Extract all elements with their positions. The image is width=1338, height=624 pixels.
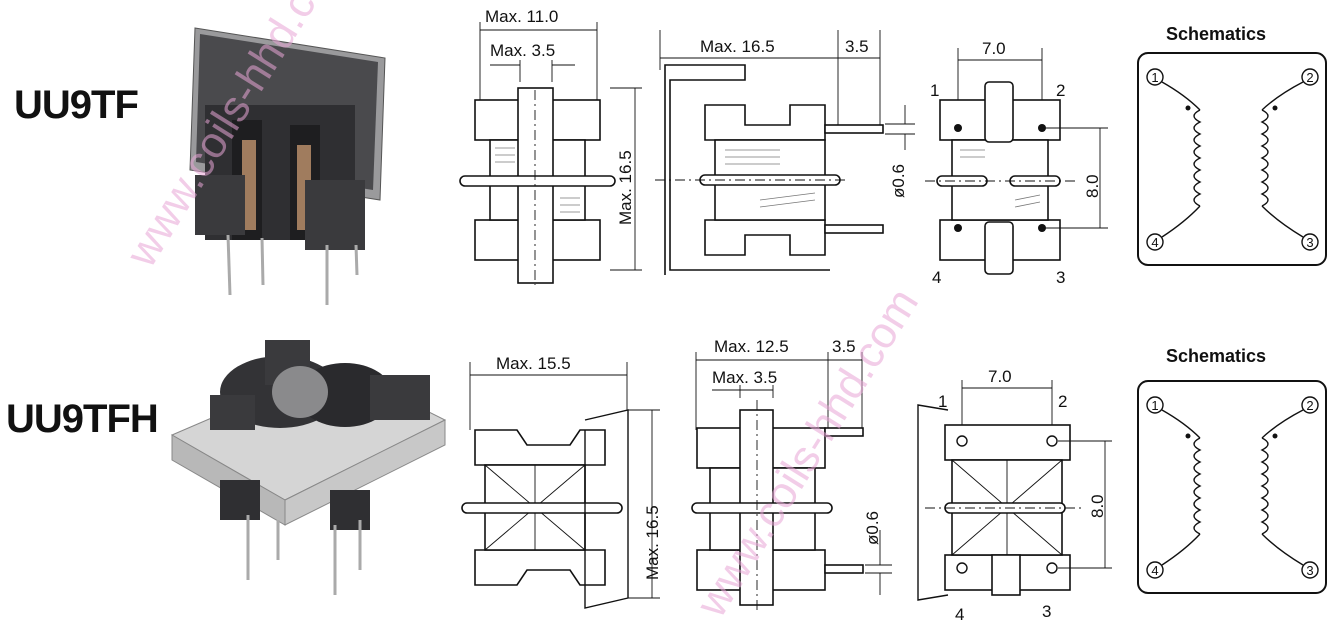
uu9tfh-side-view: Max. 12.5 3.5 Max. 3.5 ø0.6	[691, 337, 892, 610]
uu9tf-pin-view: 7.0 8.0 1 2 3 4	[925, 39, 1108, 287]
schematic-pin-2: 2	[1306, 70, 1313, 85]
uu9tfh-front-view: Max. 15.5 Max. 16.5	[461, 354, 662, 609]
schematic-pin-4-b: 4	[1151, 563, 1158, 578]
dim-pin-pitch-y-2: 8.0	[1088, 494, 1107, 518]
model-label-uu9tf: UU9TF	[14, 83, 138, 127]
dim-top-width: Max. 11.0	[485, 7, 558, 26]
uu9tf-top-view: Max. 11.0 Max. 3.5 Max. 16.5	[459, 7, 642, 285]
pin-label-3-b: 3	[1042, 602, 1051, 621]
pin-label-1-b: 1	[938, 392, 947, 411]
dim-height: Max. 16.5	[616, 150, 635, 225]
dim-side-lead: 3.5	[845, 37, 869, 56]
schematic-title: Schematics	[1166, 24, 1266, 44]
dim-pin-pitch-y: 8.0	[1083, 174, 1102, 198]
dim-pin-pitch-x: 7.0	[982, 39, 1006, 58]
pin-label-3: 3	[1056, 268, 1065, 287]
schematic-pin-1: 1	[1151, 70, 1158, 85]
dim-side-width-2: Max. 12.5	[714, 337, 789, 356]
uu9tf-schematic: Schematics 1 2 3 4	[1137, 24, 1327, 266]
schematic-pin-2-b: 2	[1306, 398, 1313, 413]
product-photo-uu9tf	[189, 27, 386, 305]
uu9tfh-schematic: Schematics 1 2 3 4	[1137, 346, 1327, 594]
dim-height-2: Max. 16.5	[643, 505, 662, 580]
dim-pin-pitch-x-2: 7.0	[988, 367, 1012, 386]
dim-side-core-2: Max. 3.5	[712, 368, 777, 387]
pin-label-1: 1	[930, 81, 939, 100]
dim-lead-dia: ø0.6	[889, 164, 908, 198]
dim-lead-dia-2: ø0.6	[863, 511, 882, 545]
schematic-pin-1-b: 1	[1151, 398, 1158, 413]
pin-label-2: 2	[1056, 81, 1065, 100]
uu9tf-side-view: Max. 16.5 3.5 ø0.6	[655, 30, 915, 275]
schematic-title-2: Schematics	[1166, 346, 1266, 366]
uu9tfh-pin-view: 7.0 8.0 1 2 3 4	[917, 367, 1112, 624]
dim-side-lead-2: 3.5	[832, 337, 856, 356]
schematic-pin-3: 3	[1306, 235, 1313, 250]
dim-front-width: Max. 15.5	[496, 354, 571, 373]
pin-label-2-b: 2	[1058, 392, 1067, 411]
pin-label-4: 4	[932, 268, 941, 287]
schematic-pin-4: 4	[1151, 235, 1158, 250]
model-label-uu9tfh: UU9TFH	[6, 397, 158, 441]
schematic-pin-3-b: 3	[1306, 563, 1313, 578]
dim-side-width: Max. 16.5	[700, 37, 775, 56]
dim-top-core: Max. 3.5	[490, 41, 555, 60]
pin-label-4-b: 4	[955, 605, 964, 624]
product-photo-uu9tfh	[170, 340, 447, 595]
